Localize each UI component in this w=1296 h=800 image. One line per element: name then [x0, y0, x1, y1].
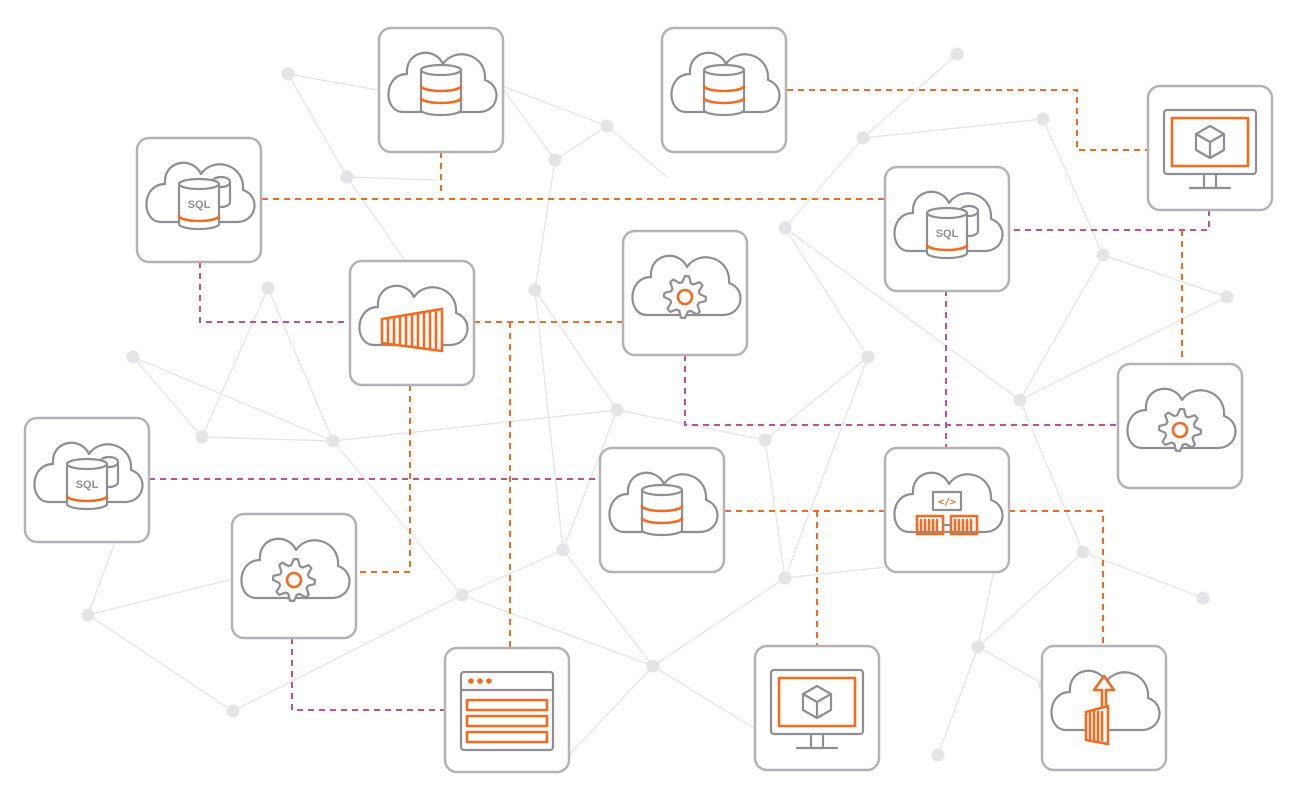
network-node-dot	[610, 403, 624, 417]
cloud-database-icon	[387, 51, 498, 117]
network-node-dot	[1036, 112, 1050, 126]
cloud-database-icon	[670, 51, 781, 117]
sql-label: SQL	[76, 479, 99, 491]
network-node-dot	[528, 283, 542, 297]
network-node-dot	[778, 571, 792, 585]
connection-lines	[149, 89, 1210, 711]
network-node-dot	[950, 47, 964, 61]
node-gear-cloud-right	[1116, 362, 1244, 490]
network-node-dot	[646, 659, 660, 673]
node-browser-window	[443, 646, 571, 774]
browser-window-icon	[459, 670, 555, 752]
network-node-dot	[971, 640, 985, 654]
cloud-gear-icon	[240, 537, 351, 603]
node-sql-upper-left: SQL	[135, 136, 263, 264]
network-node-dot	[281, 67, 295, 81]
network-node-dot	[556, 543, 570, 557]
node-container-cloud	[348, 259, 476, 387]
cloud-sql-database-icon: SQL	[145, 161, 256, 231]
network-node-dot	[758, 433, 772, 447]
node-container-upload	[1040, 644, 1168, 772]
network-node-dot	[1013, 393, 1027, 407]
network-node-dot	[261, 281, 275, 295]
monitor-cube-icon	[1162, 108, 1258, 190]
cloud-container-icon	[358, 284, 469, 353]
node-db-top-center	[660, 26, 788, 154]
sql-label: SQL	[936, 228, 959, 240]
network-node-dot	[600, 119, 614, 133]
node-code-cloud: </>	[883, 446, 1011, 574]
network-node-dot	[226, 704, 240, 718]
node-db-top-left	[377, 26, 505, 154]
network-node-dot	[1076, 545, 1090, 559]
node-gear-cloud-lower-left	[230, 512, 358, 640]
cloud-code-containers-icon: </>	[893, 471, 1004, 536]
cloud-database-icon	[608, 471, 719, 537]
network-node-dot	[340, 170, 354, 184]
node-sql-left: SQL	[23, 416, 151, 544]
network-node-dot	[81, 608, 95, 622]
network-node-dot	[856, 131, 870, 145]
network-node-dot	[326, 434, 340, 448]
node-monitor-bottom	[753, 644, 881, 772]
node-db-center	[598, 446, 726, 574]
network-node-dot	[195, 430, 209, 444]
network-node-dot	[126, 350, 140, 364]
network-node-dot	[1220, 290, 1234, 304]
cloud-gear-icon	[631, 254, 742, 320]
network-node-dot	[931, 748, 945, 762]
cloud-container-upload-icon	[1050, 669, 1161, 746]
network-node-dot	[861, 350, 875, 364]
sql-label: SQL	[188, 199, 211, 211]
cloud-sql-database-icon: SQL	[33, 441, 144, 511]
node-sql-upper-right: SQL	[883, 165, 1011, 293]
network-node-dot	[1196, 591, 1210, 605]
monitor-cube-icon	[769, 668, 865, 750]
code-symbol: </>	[938, 497, 956, 508]
node-monitor-top-right	[1146, 84, 1274, 212]
network-node-dot	[455, 588, 469, 602]
network-node-dot	[548, 153, 562, 167]
cloud-gear-icon	[1126, 387, 1237, 453]
node-gear-cloud-center	[621, 229, 749, 357]
background-network-nodes	[81, 47, 1234, 762]
cloud-sql-database-icon: SQL	[893, 190, 1004, 260]
network-node-dot	[778, 221, 792, 235]
network-node-dot	[1096, 248, 1110, 262]
